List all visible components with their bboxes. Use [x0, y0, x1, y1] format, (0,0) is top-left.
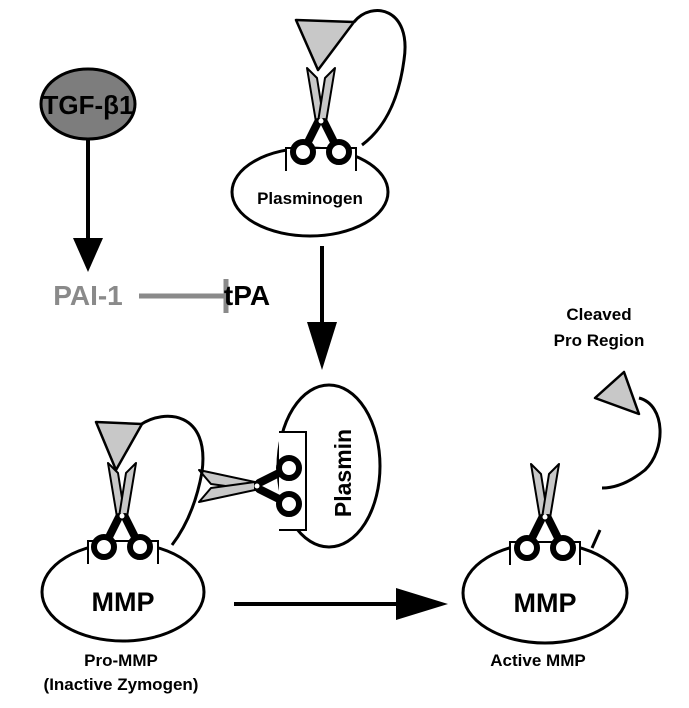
active-mmp-tether-stub [590, 529, 602, 549]
plasmin-label: Plasmin [330, 429, 356, 517]
pro-mmp-pro-region [94, 420, 144, 472]
cleaved-caption-2: Pro Region [554, 331, 645, 350]
active-mmp-caption: Active MMP [490, 651, 585, 670]
tpa-label: tPA [224, 280, 270, 311]
pro-mmp-tether [139, 414, 205, 546]
plasminogen-to-plasmin-arrowhead [307, 322, 337, 370]
pro-mmp-caption-1: Pro-MMP [84, 651, 158, 670]
plasminogen-pro-region [294, 18, 356, 72]
plasminogen-tether [352, 9, 407, 147]
active-mmp-label: MMP [514, 588, 577, 618]
tgf-to-pai-arrowhead [73, 238, 103, 272]
tgf-label: TGF-β1 [43, 90, 134, 120]
pai-label: PAI-1 [53, 280, 123, 311]
plasminogen-label: Plasminogen [257, 189, 363, 208]
pro-mmp-caption-2: (Inactive Zymogen) [44, 675, 199, 694]
cleaved-pro-region [593, 370, 641, 416]
cleaved-caption-1: Cleaved [566, 305, 631, 324]
tgf-node [39, 67, 137, 141]
pro-mmp-label: MMP [92, 587, 155, 617]
activation-arrowhead [396, 588, 448, 620]
cleaved-tether [601, 396, 662, 490]
